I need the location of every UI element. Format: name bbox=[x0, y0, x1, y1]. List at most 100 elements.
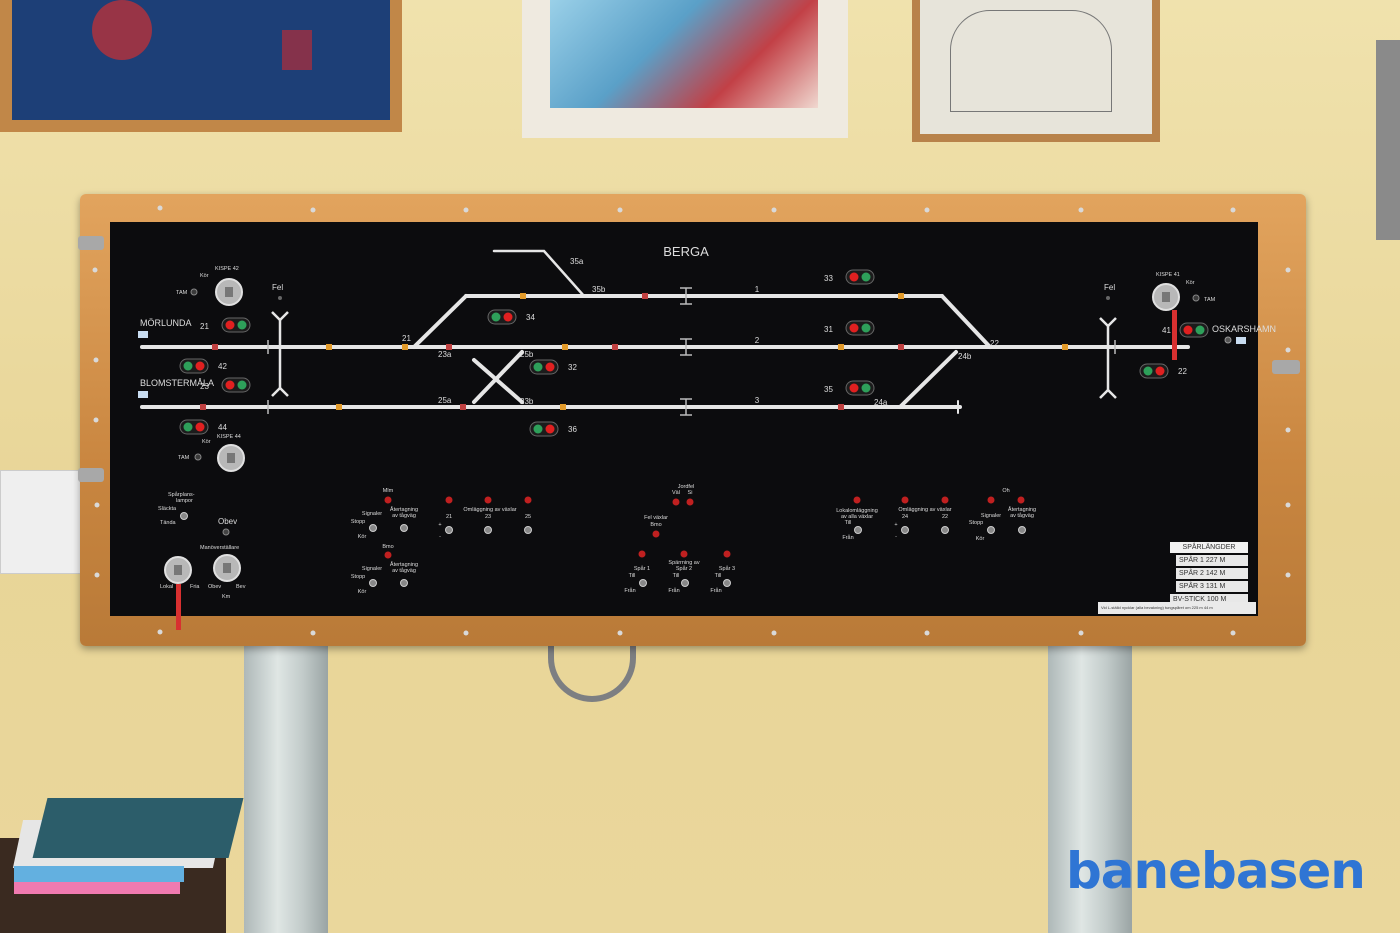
bmo-atertagning-button[interactable] bbox=[400, 579, 408, 587]
watermark: banebasen bbox=[1066, 842, 1366, 900]
obev-lamp bbox=[222, 528, 230, 536]
switch-label-25b: 25b bbox=[520, 350, 534, 359]
signal-34[interactable]: 34 bbox=[487, 309, 535, 325]
signal-41[interactable]: 41 bbox=[1162, 322, 1209, 338]
left-tam-top-lamp bbox=[190, 288, 198, 296]
wall-picture-left bbox=[0, 0, 402, 132]
jordfel-si-lamp-icon bbox=[686, 498, 694, 506]
group-mlm: Mlm Signaler Återtagning av tågväg Stopp… bbox=[351, 488, 418, 540]
right-fel-label: Fel bbox=[1104, 283, 1115, 292]
bmo-kor-label: Kör bbox=[358, 589, 367, 595]
switch-label-35b: 35b bbox=[592, 285, 606, 294]
spar2-label: Spår 2 bbox=[676, 565, 692, 572]
oh-atertagning-label: Återtagning bbox=[1008, 506, 1036, 513]
left-tam-bottom-label: TAM bbox=[178, 455, 190, 461]
signal-label-42: 42 bbox=[218, 362, 227, 371]
left-tam-bottom-lamp bbox=[194, 453, 202, 461]
signal-35[interactable]: 35 bbox=[824, 380, 875, 396]
group-jordfel: Jordfel Väl Si Fel växlar Bmo bbox=[644, 484, 694, 538]
fria-label: Fria bbox=[190, 584, 200, 590]
obev-label: Obev bbox=[218, 517, 237, 526]
oh-atertagning-button[interactable] bbox=[1018, 526, 1026, 534]
sparning-label: Spärrning av bbox=[668, 560, 699, 566]
oh-title: Oh bbox=[1002, 488, 1009, 494]
maneuver-block: Spårplans- lampor Släckta Tända Obev Man… bbox=[158, 491, 246, 630]
oh-stopp-label: Stopp bbox=[969, 520, 983, 526]
omlagg-22-lamp-icon bbox=[941, 496, 949, 504]
km-label: Km bbox=[222, 594, 231, 600]
jordfel-si-label: Si bbox=[688, 490, 693, 496]
omlagg-21-switch[interactable] bbox=[445, 526, 453, 534]
bev-label: Bev bbox=[236, 584, 246, 590]
omlagg-25-switch[interactable] bbox=[524, 526, 532, 534]
track-length-row: SPÅR 1 227 M bbox=[1176, 555, 1248, 566]
spar3-toggle[interactable] bbox=[723, 579, 731, 587]
signal-label-36: 36 bbox=[568, 425, 577, 434]
lokal-label-1: Lokalomläggning bbox=[836, 508, 878, 514]
wall-bracket-right bbox=[1376, 40, 1400, 240]
track-joints bbox=[267, 287, 1116, 416]
sparplan-tanda-label: Tända bbox=[160, 520, 177, 526]
signal-label-22: 22 bbox=[1178, 367, 1187, 376]
omlagg-right-plus: + bbox=[894, 522, 897, 528]
left-fel-lamp bbox=[278, 296, 282, 300]
stand-leg-left bbox=[244, 640, 328, 933]
signal-23[interactable]: 23 bbox=[200, 377, 251, 393]
group-bmo: Bmo Signaler Återtagning av tågväg Stopp… bbox=[351, 544, 418, 595]
omlagg-24-label: 24 bbox=[902, 514, 908, 520]
bmo-atertagning-label: Återtagning bbox=[390, 561, 418, 568]
signal-36[interactable]: 36 bbox=[529, 421, 577, 437]
omlagg-22-switch[interactable] bbox=[941, 526, 949, 534]
mlm-lamp-icon bbox=[384, 496, 392, 504]
spar3-lamp-icon bbox=[723, 550, 731, 558]
left-key-block: Fel KISPE 42 Kör TAM KISPE 44 Kör TAM bbox=[176, 266, 283, 472]
signal-44[interactable]: 44 bbox=[179, 419, 227, 435]
spar3-till-label: Till bbox=[715, 573, 722, 579]
track-number-2: 2 bbox=[755, 336, 760, 345]
omlagg-23-switch[interactable] bbox=[484, 526, 492, 534]
wall-picture-right bbox=[912, 0, 1160, 142]
mlm-atertagning-button[interactable] bbox=[400, 524, 408, 532]
signal-label-34: 34 bbox=[526, 313, 535, 322]
oh-signal-button[interactable] bbox=[987, 526, 995, 534]
left-kispe-bottom-label: KISPE 44 bbox=[217, 434, 241, 440]
track-numbers: 1 2 3 bbox=[755, 285, 760, 405]
omlagg-right-minus: - bbox=[895, 534, 897, 540]
signal-31[interactable]: 31 bbox=[824, 320, 875, 336]
bmo-atertagning-label-2: av tågväg bbox=[392, 567, 416, 574]
spar1-toggle[interactable] bbox=[639, 579, 647, 587]
track-length-row: SPÅR 2 142 M bbox=[1176, 568, 1248, 579]
fel-vaxlar-lamp-icon bbox=[652, 530, 660, 538]
books-stack bbox=[0, 790, 244, 933]
oh-signal-lamp-icon bbox=[987, 496, 995, 504]
left-kor-bottom-label: Kör bbox=[202, 439, 211, 445]
signal-33[interactable]: 33 bbox=[824, 269, 875, 285]
switch-label-22: 22 bbox=[990, 339, 999, 348]
group-oh: Oh Signaler Återtagning av tågväg Stopp … bbox=[969, 488, 1036, 542]
omlagg-24-switch[interactable] bbox=[901, 526, 909, 534]
signal-42[interactable]: 42 bbox=[179, 358, 227, 374]
spar2-toggle[interactable] bbox=[681, 579, 689, 587]
oh-kor-label: Kör bbox=[976, 536, 985, 542]
group-sparning: Spår 1 Spärrning av Spår 2 Spår 3 Till T… bbox=[624, 550, 735, 594]
lokal-toggle[interactable] bbox=[854, 526, 862, 534]
omlagg-25-lamp-icon bbox=[524, 496, 532, 504]
signal-32[interactable]: 32 bbox=[529, 359, 577, 375]
sparplan-toggle[interactable] bbox=[180, 512, 188, 520]
signal-21[interactable]: 21 bbox=[200, 317, 251, 333]
signal-22[interactable]: 22 bbox=[1139, 363, 1187, 379]
signal-label-31: 31 bbox=[824, 325, 833, 334]
left-kispe-top-label: KISPE 42 bbox=[215, 266, 239, 272]
signal-label-41: 41 bbox=[1162, 326, 1171, 335]
group-omlaggning-left: Omläggning av växlar 21 23 25 + - bbox=[438, 496, 532, 540]
bmo-signal-button[interactable] bbox=[369, 579, 377, 587]
spar2-fran-label: Från bbox=[668, 587, 679, 594]
track-layout bbox=[140, 249, 1190, 414]
signal-label-21: 21 bbox=[200, 322, 209, 331]
track-lengths-card: SPÅRLÄNGDER SPÅR 1 227 M SPÅR 2 142 M SP… bbox=[1170, 542, 1248, 605]
group-omlaggning-right: Omläggning av växlar 24 22 + - bbox=[894, 496, 952, 540]
oh-signaler-label: Signaler bbox=[981, 513, 1001, 519]
mlm-signal-button[interactable] bbox=[369, 524, 377, 532]
lokal-fran-label: Från bbox=[842, 534, 853, 541]
